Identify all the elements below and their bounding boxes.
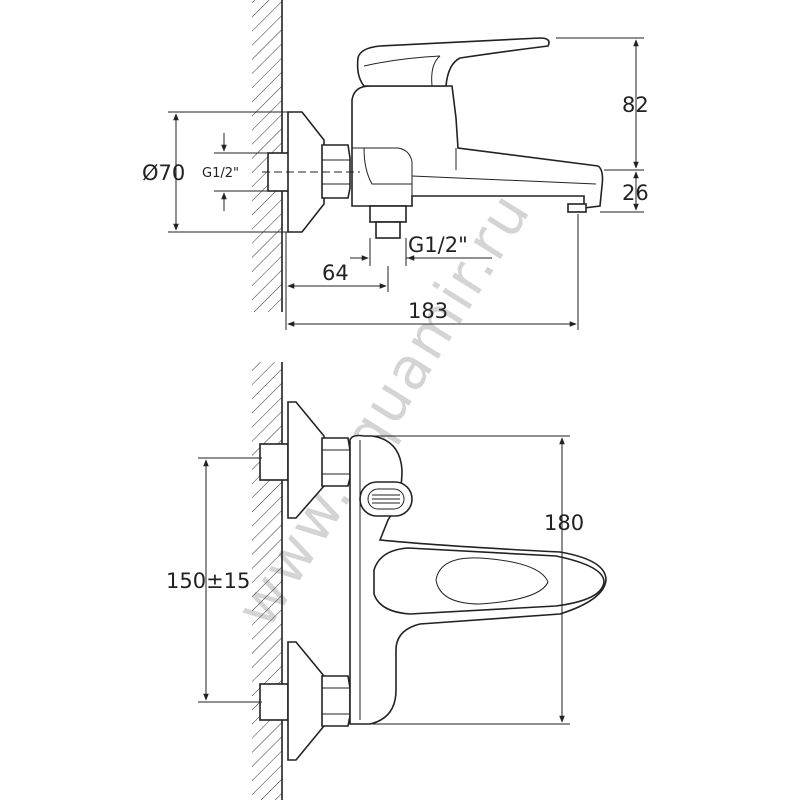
lever-oval	[435, 557, 549, 605]
nut-lower	[321, 675, 351, 727]
dim-180: 180	[544, 511, 584, 535]
dim-183: 183	[408, 299, 448, 323]
inlet-pipe-lower	[259, 683, 289, 721]
wall-hatch-top	[252, 362, 282, 800]
lever-handle-top	[373, 547, 605, 615]
top-view: 180 150±15	[166, 362, 607, 800]
side-view: 82 26 Ø70 G1/2" G1/2" 64 183	[142, 0, 649, 330]
flange-lower	[287, 641, 325, 761]
nut-upper	[321, 437, 351, 487]
dim-64: 64	[322, 261, 349, 285]
dim-82: 82	[622, 93, 649, 117]
mixer-body-side	[351, 85, 604, 209]
inlet-pipe-upper	[259, 443, 289, 481]
dim-150-tolerance: 150±15	[166, 569, 250, 593]
dim-diameter-70: Ø70	[142, 161, 185, 185]
dim-26: 26	[622, 181, 649, 205]
dim-inlet-thread: G1/2"	[202, 166, 239, 181]
outlet-stub	[369, 205, 407, 223]
aerator	[567, 203, 587, 213]
dim-outlet-thread: G1/2"	[408, 233, 468, 257]
lever-handle-side	[356, 37, 550, 87]
